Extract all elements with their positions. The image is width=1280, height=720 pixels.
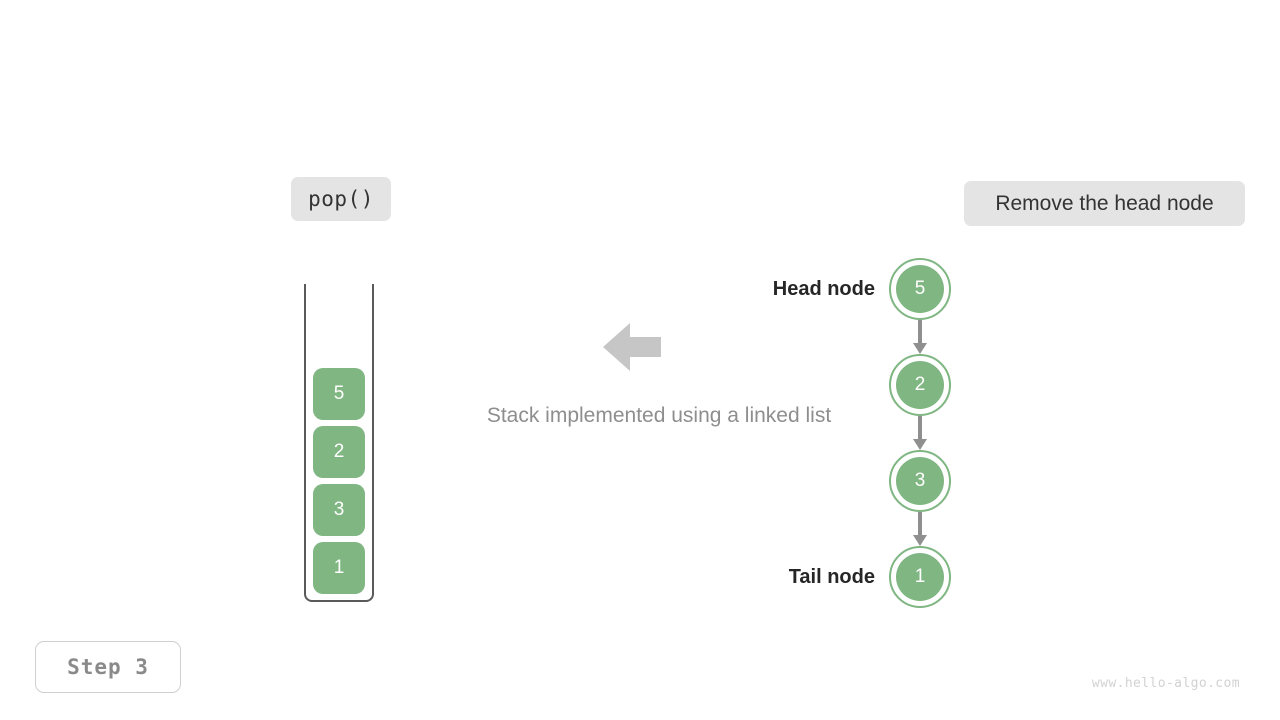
node-link-arrow bbox=[913, 512, 927, 546]
node-link-arrow bbox=[913, 416, 927, 450]
list-node-value: 5 bbox=[896, 265, 944, 313]
diagram-caption: Stack implemented using a linked list bbox=[0, 404, 1280, 428]
stack-cell-list: 5 2 3 1 bbox=[304, 368, 374, 594]
node-link-arrow bbox=[913, 320, 927, 354]
list-node-value: 3 bbox=[896, 457, 944, 505]
left-arrow-icon bbox=[603, 322, 661, 372]
list-node: 5 bbox=[889, 258, 951, 320]
stack-container: 5 2 3 1 bbox=[304, 284, 374, 602]
step-indicator: Step 3 bbox=[35, 641, 181, 693]
head-node-label: Head node bbox=[772, 278, 875, 300]
list-node-value: 2 bbox=[896, 361, 944, 409]
stack-cell: 5 bbox=[313, 368, 365, 420]
stack-frame bbox=[304, 284, 374, 602]
stack-cell: 3 bbox=[313, 484, 365, 536]
list-node: 3 bbox=[889, 450, 951, 512]
stack-cell: 2 bbox=[313, 426, 365, 478]
operation-badge: pop() bbox=[291, 177, 391, 221]
diagram-caption-text: Stack implemented using a linked list bbox=[486, 404, 832, 427]
tail-node-label: Tail node bbox=[788, 566, 875, 588]
action-description-badge: Remove the head node bbox=[964, 181, 1245, 226]
watermark: www.hello-algo.com bbox=[1091, 676, 1240, 691]
list-node-value: 1 bbox=[896, 553, 944, 601]
stack-cell: 1 bbox=[313, 542, 365, 594]
linked-list: 5 2 3 1 bbox=[889, 258, 951, 608]
list-node: 1 bbox=[889, 546, 951, 608]
list-node: 2 bbox=[889, 354, 951, 416]
